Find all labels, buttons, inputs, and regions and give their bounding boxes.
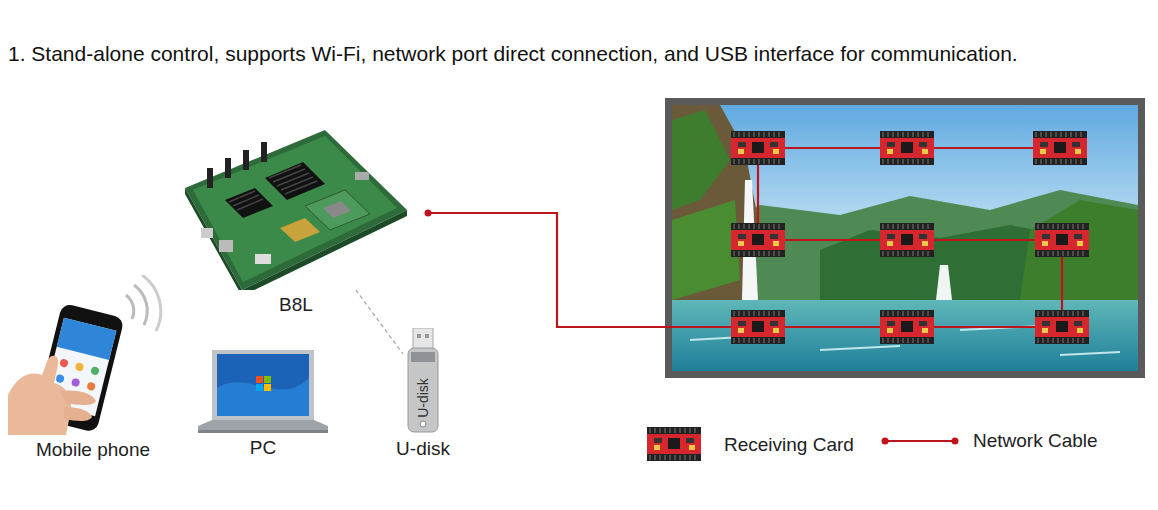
device-label: PC: [250, 437, 276, 459]
legend-line-sample: [882, 438, 959, 445]
device-node: B8L: [185, 128, 407, 290]
device-node: U-diskU-disk: [403, 328, 443, 434]
laptop-icon: [198, 348, 328, 433]
stick-print: U-disk: [415, 378, 431, 418]
device-node: PC: [198, 348, 328, 433]
device-label: U-disk: [396, 438, 450, 460]
device-label: Mobile phone: [36, 439, 150, 461]
legend-card-sample: [647, 427, 701, 461]
legend-label: Receiving Card: [724, 434, 854, 456]
mobile-phone-icon: [8, 275, 178, 435]
device-label: B8L: [279, 294, 313, 316]
controller-board: [185, 128, 407, 290]
diagram-title: 1. Stand-alone control, supports Wi-Fi, …: [8, 42, 1018, 66]
connector-line: [356, 290, 403, 354]
connector: [356, 290, 403, 354]
device-node: Mobile phone: [8, 275, 178, 435]
legend-label: Network Cable: [973, 430, 1098, 452]
